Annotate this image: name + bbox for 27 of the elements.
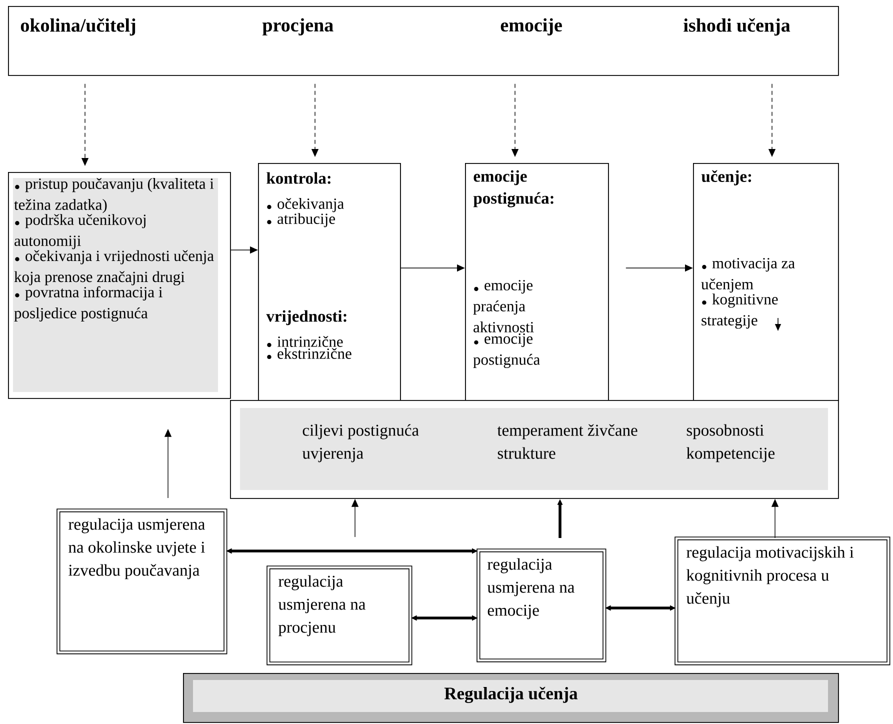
bullet-item: povratna informacija i posljedice postignuća [14, 286, 162, 322]
label-text: temperament živčane strukture [497, 424, 638, 459]
column-heading: okolina/učitelj [20, 18, 136, 36]
bullet-item: ekstrinzične [267, 348, 352, 360]
label-text: regulacija usmjerena na emocije [487, 558, 574, 620]
section-heading: emocije postignuća: [473, 170, 554, 208]
label-text: regulacija usmjerena na okolinske uvjete i izvedbu poučavanja [68, 518, 205, 580]
label-text: sposobnosti kompetencije [686, 424, 775, 462]
label-text: regulacija motivacijskih i kognitivnih procesa u učenju [686, 546, 854, 608]
section-heading: kontrola: [266, 172, 330, 184]
column-heading: ishodi učenja [684, 18, 790, 36]
bullet-item: pristup poučavanju (kvaliteta i težina zadatka) [14, 178, 214, 214]
bullet-item: očekivanja i vrijednosti učenja koja prenose značajni drugi [14, 250, 214, 286]
label-text: regulacija usmjerena na procjenu [278, 575, 366, 636]
bullet-item: emocije postignuća [473, 333, 540, 368]
section-heading: vrijednosti: [266, 310, 346, 326]
bullet-item: očekivanja [267, 198, 344, 212]
section-heading: učenje: [701, 170, 752, 186]
bullet-item: emocije praćenja aktivnosti [473, 280, 534, 332]
column-heading: emocije [500, 18, 562, 36]
column-heading: procjena [262, 18, 334, 36]
title-text: Regulacija učenja [444, 686, 578, 704]
bullet-item: podrška učenikovoj autonomiji [14, 214, 146, 250]
bullet-item: atribucije [267, 213, 335, 228]
label-text: ciljevi postignuća uvjerenja [302, 424, 419, 462]
bullet-item: intrinzične [267, 336, 343, 348]
bullet-item: kognitivne strategije [702, 294, 778, 329]
